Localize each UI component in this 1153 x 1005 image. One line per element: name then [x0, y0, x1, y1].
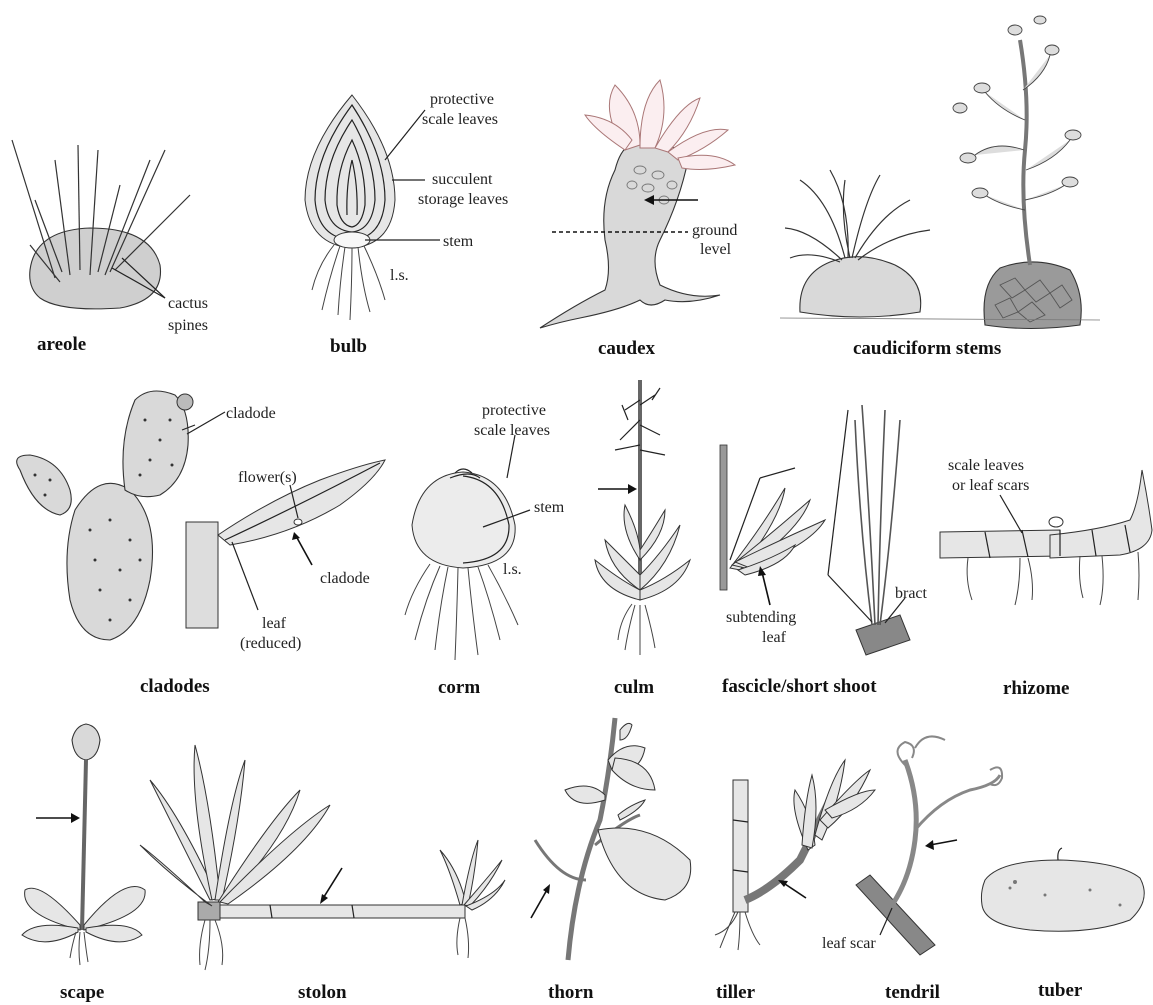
ground-level-label: ground — [692, 222, 737, 239]
bulb-stem-label: stem — [443, 233, 474, 250]
title-caudex: caudex — [598, 338, 656, 359]
leaf-reduced-label-2: (reduced) — [240, 635, 301, 652]
cladodes-illustration — [17, 391, 385, 640]
cladode-top-label: cladode — [226, 405, 276, 422]
tendril-illustration — [856, 736, 1002, 955]
bulb-succulent-label: succulent — [432, 171, 493, 188]
areole-illustration — [12, 140, 190, 309]
cactus-spines-label-2: spines — [168, 317, 208, 334]
scale-leaves-label: scale leaves — [948, 457, 1024, 474]
bract-label: bract — [895, 585, 928, 602]
title-fascicle: fascicle/short shoot — [722, 676, 877, 697]
title-corm: corm — [438, 677, 480, 698]
tuber-illustration — [981, 848, 1144, 931]
corm-illustration — [405, 435, 530, 660]
tiller-illustration — [715, 760, 875, 950]
title-culm: culm — [614, 677, 654, 698]
subtending-leaf-label: subtending — [726, 609, 796, 626]
corm-protective-label-2: scale leaves — [474, 422, 550, 439]
scale-leaves-label-2: or leaf scars — [952, 477, 1029, 494]
corm-ls-label: l.s. — [503, 561, 522, 578]
cladode-mid-label: cladode — [320, 570, 370, 587]
cactus-spines-label: cactus — [168, 295, 208, 312]
title-bulb: bulb — [330, 336, 367, 357]
title-stolon: stolon — [298, 982, 347, 1003]
title-caudiciform: caudiciform stems — [853, 338, 1001, 359]
bulb-protective-label: protective — [430, 91, 494, 108]
title-areole: areole — [37, 334, 86, 355]
corm-protective-label: protective — [482, 402, 546, 419]
caudiciform-illustration — [780, 16, 1100, 329]
title-tiller: tiller — [716, 982, 756, 1003]
scape-illustration — [22, 724, 145, 965]
stolon-illustration — [140, 745, 505, 970]
title-cladodes: cladodes — [140, 676, 210, 697]
leaf-reduced-label: leaf — [262, 615, 287, 632]
bulb-protective-label-2: scale leaves — [422, 111, 498, 128]
corm-stem-label: stem — [534, 499, 565, 516]
culm-illustration — [595, 380, 690, 655]
caudex-illustration — [540, 80, 735, 328]
bulb-ls-label: l.s. — [390, 267, 409, 284]
ground-level-label-2: level — [700, 241, 732, 258]
bulb-succulent-label-2: storage leaves — [418, 191, 508, 208]
title-thorn: thorn — [548, 982, 594, 1003]
subtending-leaf-label-2: leaf — [762, 629, 787, 646]
title-rhizome: rhizome — [1003, 678, 1069, 699]
title-tuber: tuber — [1038, 980, 1083, 1001]
flowers-label: flower(s) — [238, 469, 297, 486]
leaf-scar-label: leaf scar — [822, 935, 876, 952]
thorn-illustration — [531, 718, 691, 960]
title-scape: scape — [60, 982, 104, 1003]
title-tendril: tendril — [885, 982, 940, 1003]
